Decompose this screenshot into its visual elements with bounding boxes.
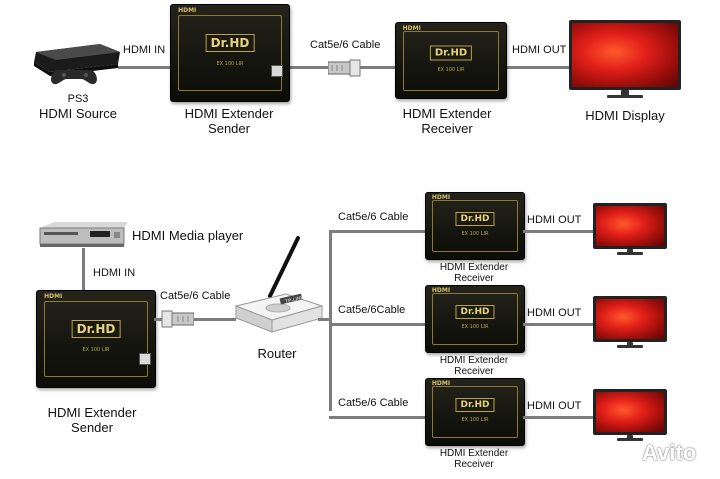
router-cable-label: Cat5e/6 Cable [160, 290, 231, 302]
media-player-icon [39, 222, 128, 247]
branch-1-receiver-label-line2: Receiver [454, 273, 494, 284]
device-brand-label: HDMI [431, 380, 451, 388]
device-model-label: EX 100 LIR [82, 346, 110, 353]
rj45-port [271, 65, 283, 77]
device-brand-label: HDMI [44, 292, 63, 300]
display-label: HDMI Display [585, 108, 665, 123]
rj45-connector-icon [161, 310, 194, 328]
extender-receiver-device-1: HDMI Dr.HD EX 100 LIR [425, 192, 525, 260]
branch-1-receiver-label-line1: HDMI Extender [439, 262, 509, 273]
branch-3-hdmi-out-label: HDMI OUT [527, 400, 582, 412]
branch-3-display-tv [593, 389, 667, 441]
sender-label-bottom-line1: HDMI Extender [47, 405, 137, 420]
device-model-label: EX 100 LIR [461, 324, 489, 331]
extender-receiver-device-3: HDMI Dr.HD EX 100 LIR [425, 378, 525, 446]
cat-cable-branch-2 [329, 323, 429, 326]
hdmi-in-label: HDMI IN [123, 44, 166, 56]
receiver-label-line1: HDMI Extender [402, 106, 492, 121]
router-label: Router [257, 346, 297, 361]
cat-cable-router-trunk [318, 318, 332, 321]
branch-1-display-tv [593, 203, 667, 255]
cat-cable-branch-3 [329, 416, 429, 419]
rj45-port [139, 353, 151, 365]
hdmi-cable-player-to-sender [82, 248, 85, 290]
sender-label-bottom-line2: Sender [71, 420, 113, 435]
branch-3-cable-label: Cat5e/6 Cable [338, 397, 409, 409]
sender-label-line1: HDMI Extender [184, 106, 274, 121]
branch-3-receiver-label-line1: HDMI Extender [439, 448, 509, 459]
router-icon [234, 236, 324, 333]
media-player-label: HDMI Media player [132, 228, 244, 243]
hdmi-cable-branch-3 [523, 416, 595, 419]
extender-receiver-device-2: HDMI Dr.HD EX 100 LIR [425, 285, 525, 353]
sender-label-line2: Sender [208, 121, 250, 136]
watermark-text: Avito [642, 440, 697, 465]
device-model-label: EX 100 LIR [461, 417, 489, 424]
extender-sender-device-bottom: HDMI Dr.HD EX 100 LIR [36, 290, 156, 388]
receiver-label-line2: Receiver [421, 121, 473, 136]
hdmi-out-label: HDMI OUT [512, 44, 567, 56]
device-logo: Dr.HD [71, 320, 121, 339]
ps3-console-icon [34, 44, 120, 85]
hdmi-display-tv [569, 20, 681, 98]
branch-1-hdmi-out-label: HDMI OUT [527, 214, 582, 226]
source-model-label: PS3 [67, 93, 89, 105]
branch-2-receiver-label-line2: Receiver [454, 366, 494, 377]
hdmi-cable-branch-2 [523, 323, 595, 326]
extender-receiver-device: HDMI Dr.HD EX 100 LIR [395, 22, 507, 99]
rj45-connector-icon [328, 59, 361, 77]
branch-3-receiver-label-line2: Receiver [454, 459, 494, 470]
cat-cable-vertical-trunk [329, 230, 332, 411]
device-logo: Dr.HD [455, 398, 495, 413]
branch-2-hdmi-out-label: HDMI OUT [527, 307, 582, 319]
branch-1-cable-label: Cat5e/6 Cable [338, 211, 409, 223]
hdmi-cable-branch-1 [523, 230, 595, 233]
hdmi-in-label-bottom: HDMI IN [93, 267, 136, 279]
branch-2-display-tv [593, 296, 667, 348]
source-label: HDMI Source [38, 106, 118, 121]
device-logo: Dr.HD [455, 212, 495, 227]
device-brand-label: HDMI [431, 194, 451, 202]
branch-2-cable-label: Cat5e/6Cable [338, 304, 406, 316]
device-logo: Dr.HD [429, 45, 473, 61]
cat-cable-branch-1 [329, 230, 429, 233]
branch-2-receiver-label-line1: HDMI Extender [439, 355, 509, 366]
hdmi-cable-receiver-to-display [503, 66, 573, 69]
cat-cable-label: Cat5e/6 Cable [310, 39, 381, 51]
cat-cable-sender-to-router [154, 318, 236, 321]
device-brand-label: HDMI [178, 6, 197, 14]
device-brand-label: HDMI [402, 24, 421, 32]
device-logo: Dr.HD [205, 34, 255, 53]
device-model-label: EX 100 LIR [216, 60, 244, 67]
device-logo: Dr.HD [455, 305, 495, 320]
watermark-logo: Avito [612, 440, 712, 468]
device-model-label: EX 100 LIR [437, 66, 465, 73]
device-model-label: EX 100 LIR [461, 231, 489, 238]
hdmi-cable-source-to-sender [118, 66, 173, 69]
device-brand-label: HDMI [431, 287, 451, 295]
extender-sender-device: HDMI Dr.HD EX 100 LIR [170, 4, 290, 102]
